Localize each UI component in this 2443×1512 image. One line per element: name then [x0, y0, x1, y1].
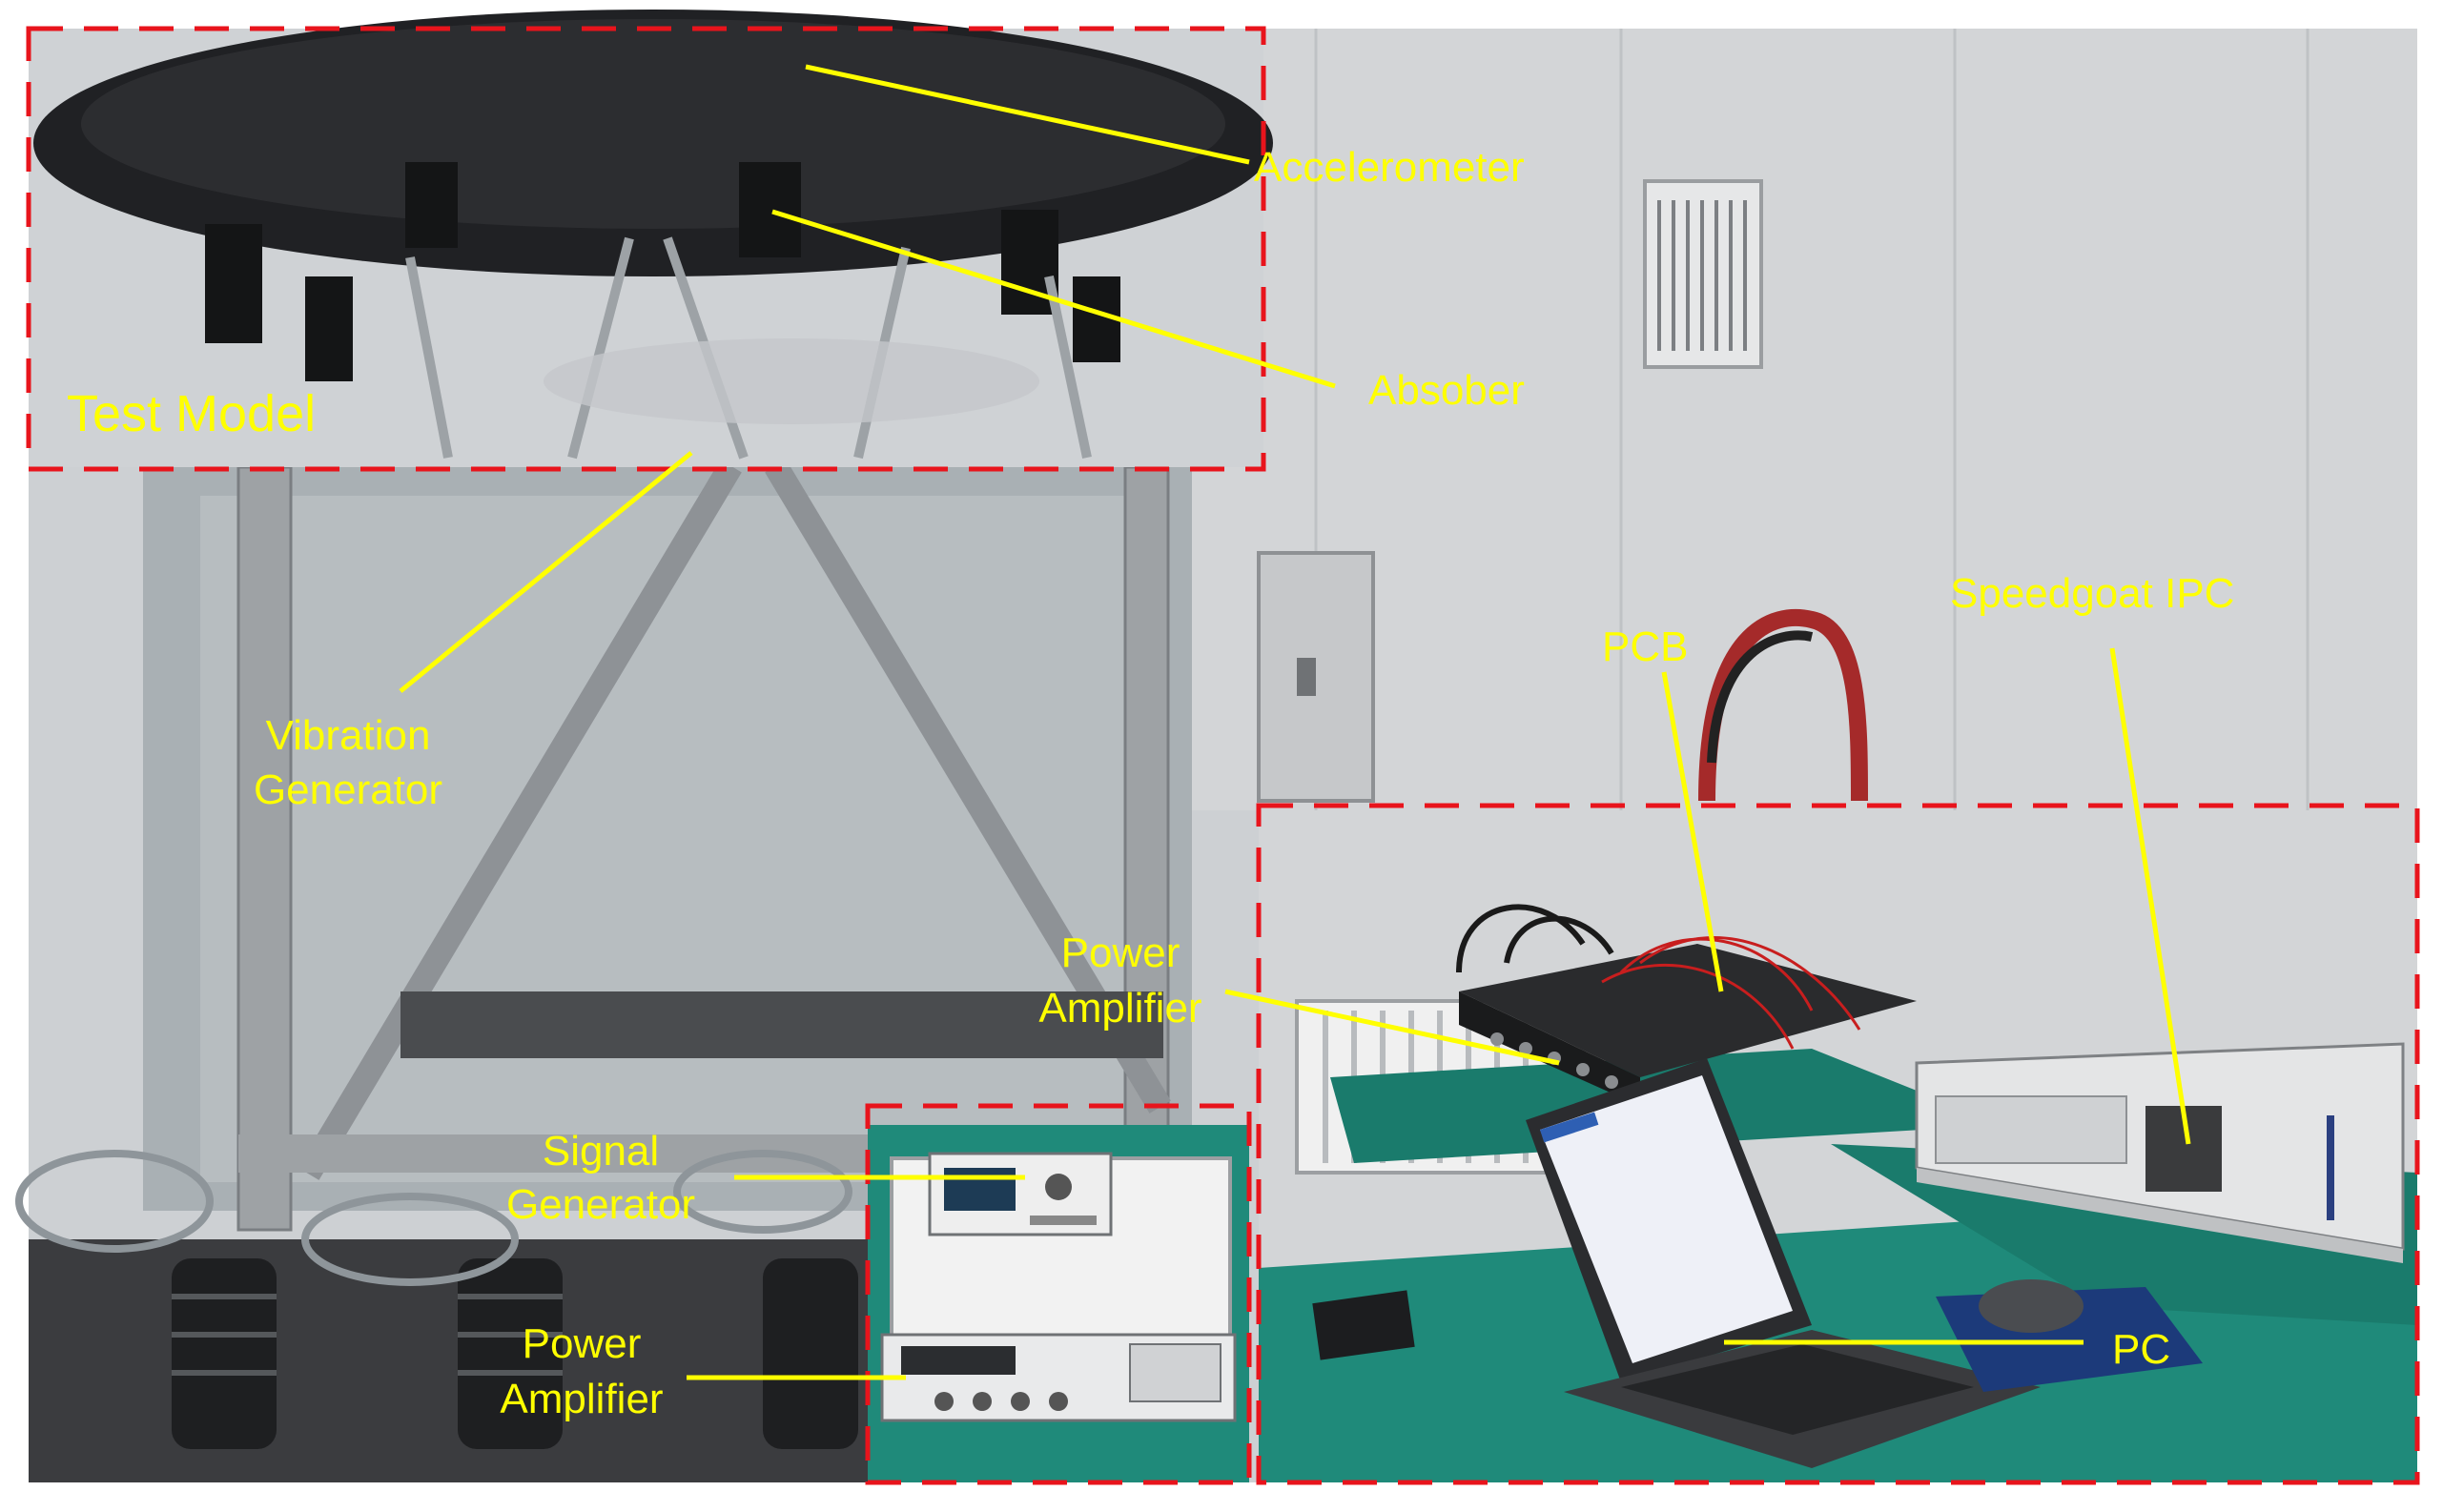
leader-lines [399, 64, 2191, 1380]
callout-boxes [26, 26, 2420, 1485]
vibration-leader [399, 451, 693, 693]
control-station-box [1256, 803, 2420, 1485]
signal-generator-label-line1: Signal [543, 1128, 659, 1175]
labels: Test Model Accelerometer Absober Vibrati… [67, 144, 2234, 1422]
absorber-leader [771, 209, 1336, 389]
right-desk [1259, 810, 2417, 1482]
power-amplifier-left-label-line1: Power [523, 1320, 642, 1367]
pcb-leader [1661, 671, 1724, 992]
test-model-label: Test Model [67, 385, 316, 442]
pcb-label: PCB [1602, 623, 1688, 670]
signal-amplifier-box [865, 1103, 1252, 1485]
power-amplifier-right-label-line1: Power [1061, 930, 1180, 976]
speedgoat-ipc-label: Speedgoat IPC [1950, 570, 2234, 617]
test-model-box [26, 26, 1266, 472]
vibration-generator-label-line2: Generator [254, 766, 442, 813]
absorber-label: Absober [1368, 367, 1525, 414]
pcb-box [1456, 904, 1917, 1106]
test-model-disk [29, 10, 1273, 467]
wall-cabinet [1257, 551, 1375, 803]
vibration-generator-label-line1: Vibration [266, 712, 431, 759]
signal-generator-icon [928, 1152, 1113, 1236]
test-rig-frame [15, 460, 1192, 1449]
signal-generator-label-line2: Generator [506, 1181, 695, 1228]
power-amplifier-left-label-line2: Amplifier [500, 1376, 663, 1422]
amplifier-icon [880, 1333, 1237, 1422]
wall-vent [1643, 179, 1763, 369]
laptop-icon [1526, 1058, 2041, 1468]
red-hose [1698, 608, 1868, 802]
power-amplifier-right-label-line2: Amplifier [1038, 985, 1201, 1032]
accelerometer-label: Accelerometer [1254, 144, 1525, 191]
power-amplifier-right-leader [1224, 989, 1560, 1066]
server-rack-icon [1915, 1042, 2405, 1263]
small-desk [868, 1125, 1249, 1482]
speedgoat-leader [2109, 647, 2191, 1145]
pc-label: PC [2112, 1326, 2170, 1373]
accelerometer-leader [805, 64, 1250, 165]
